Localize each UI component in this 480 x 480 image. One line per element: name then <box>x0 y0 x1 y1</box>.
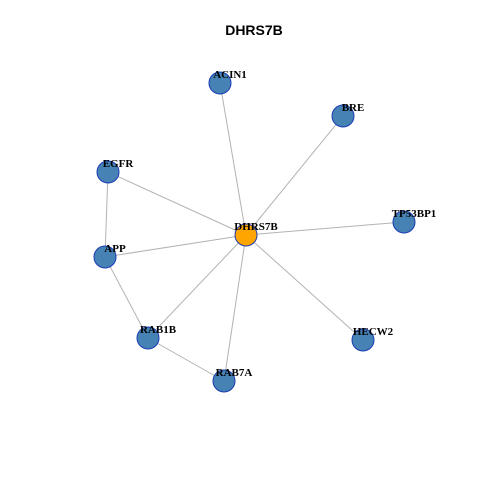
node-hecw2: HECW2 <box>351 326 394 352</box>
edge-dhrs7b-rab1b <box>147 234 247 339</box>
edge-dhrs7b-rab7a <box>223 234 247 382</box>
edge-rab1b-rab7a <box>147 337 225 382</box>
node-circle <box>212 369 236 393</box>
node-dhrs7b: DHRS7B <box>234 221 278 247</box>
node-label: RAB7A <box>216 367 253 379</box>
diagram-title: DHRS7B <box>225 22 283 38</box>
node-label: ACIN1 <box>213 69 247 81</box>
node-acin1: ACIN1 <box>208 69 247 95</box>
node-label: RAB1B <box>140 324 177 336</box>
node-bre: BRE <box>331 102 365 128</box>
node-app: APP <box>93 243 126 269</box>
node-label: EGFR <box>103 158 135 170</box>
node-label: BRE <box>342 102 365 114</box>
edge-egfr-app <box>104 171 109 258</box>
node-circle <box>136 326 160 350</box>
edges-group <box>104 82 405 382</box>
node-tp53bp1: TP53BP1 <box>392 208 437 234</box>
node-circle <box>96 160 120 184</box>
edge-dhrs7b-acin1 <box>219 82 247 236</box>
node-rab1b: RAB1B <box>136 324 177 350</box>
node-circle <box>392 210 416 234</box>
node-circle <box>93 245 117 269</box>
node-circle <box>208 71 232 95</box>
edge-dhrs7b-egfr <box>107 171 247 236</box>
node-circle <box>234 223 258 247</box>
node-circle <box>351 328 375 352</box>
node-label: APP <box>104 243 126 255</box>
edge-dhrs7b-bre <box>245 115 344 236</box>
edge-dhrs7b-app <box>104 234 247 258</box>
edge-dhrs7b-tp53bp1 <box>245 221 405 236</box>
node-rab7a: RAB7A <box>212 367 253 393</box>
node-label: TP53BP1 <box>392 208 437 220</box>
node-egfr: EGFR <box>96 158 135 184</box>
node-label: DHRS7B <box>234 221 278 233</box>
edge-app-rab1b <box>104 256 149 339</box>
edge-dhrs7b-hecw2 <box>245 234 364 341</box>
node-label: HECW2 <box>353 326 394 338</box>
node-circle <box>331 104 355 128</box>
